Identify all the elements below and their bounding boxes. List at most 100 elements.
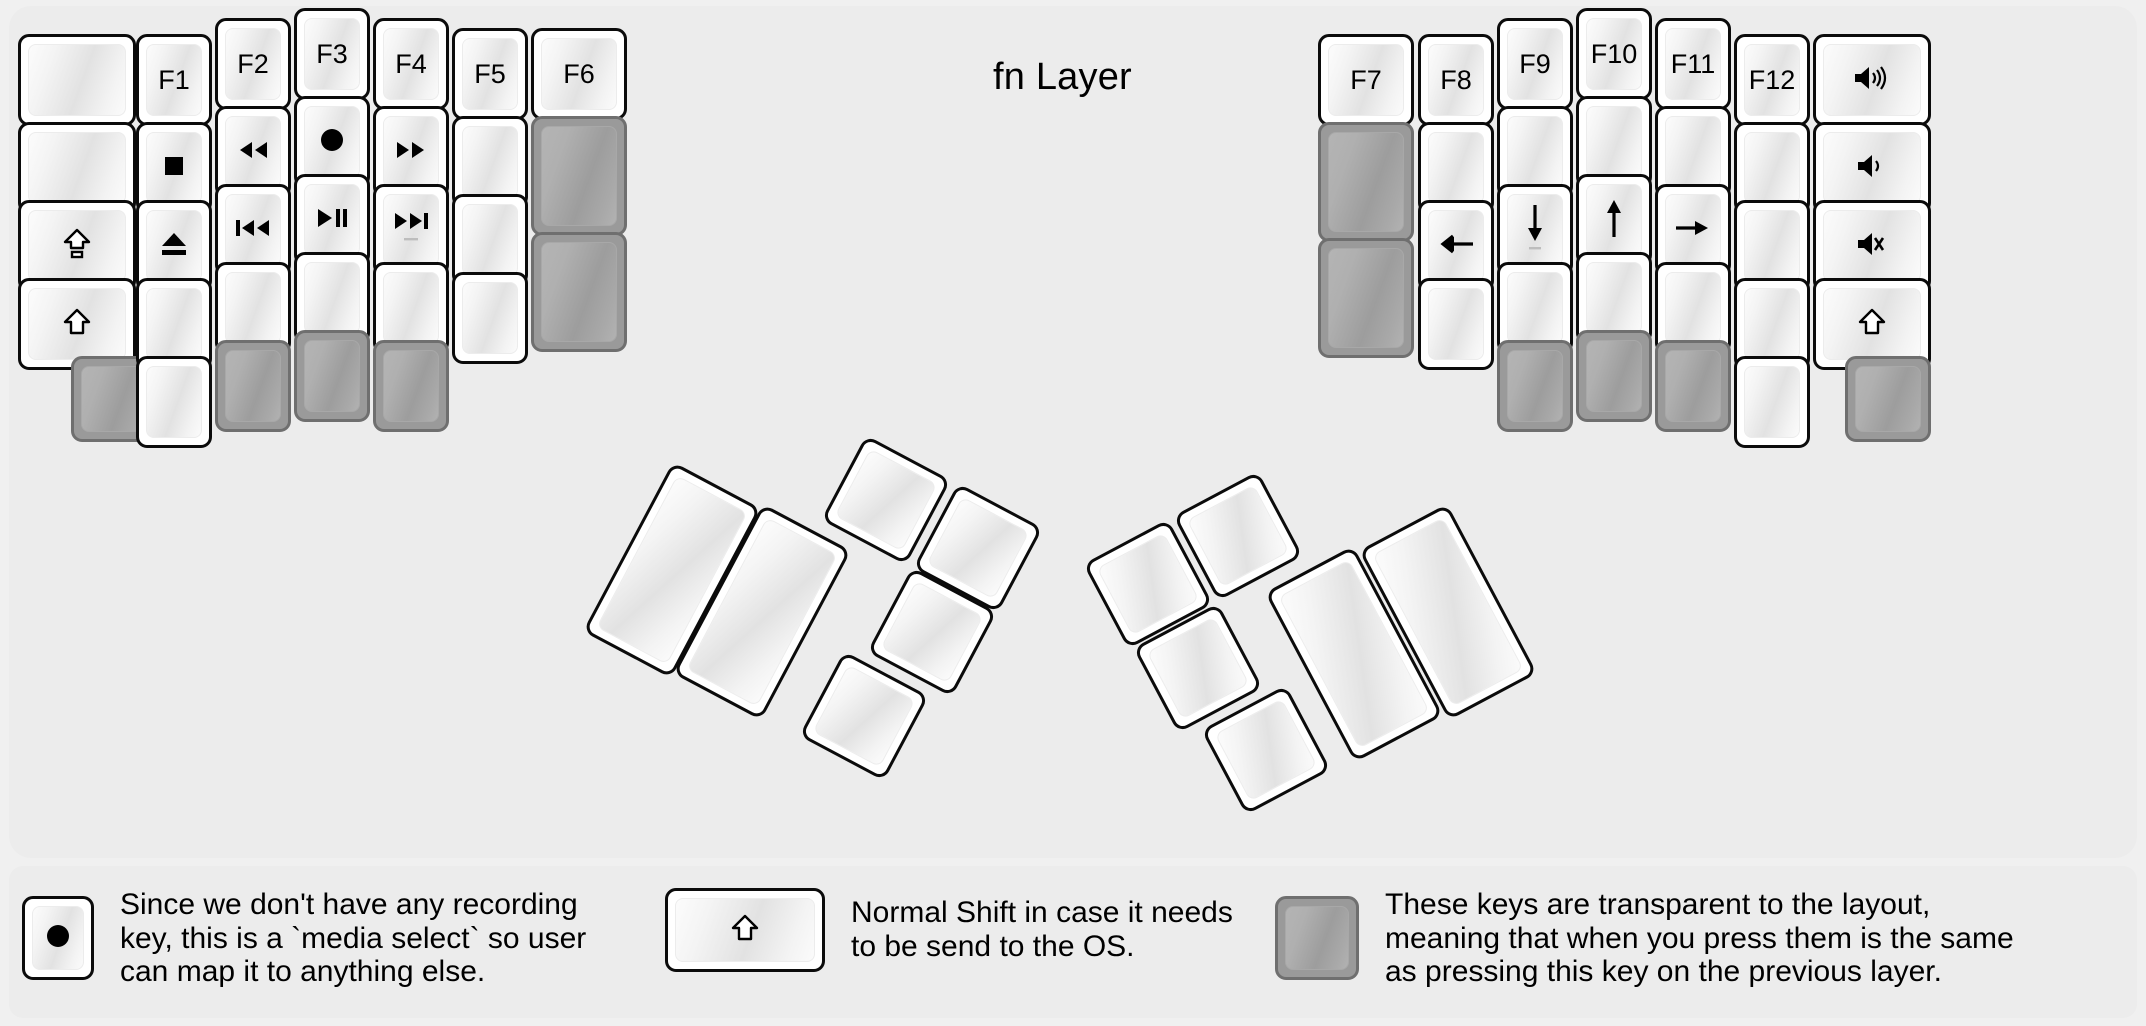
key-right-c6-r1-f12[interactable]: F12 [1734,34,1810,126]
key-left-c3-r2-rewind[interactable] [215,106,291,198]
key-right-c4-r3-arrow-up[interactable] [1576,174,1652,266]
key-right-c3-r4[interactable] [1497,262,1573,354]
key-right-c3-r3-arrow-down[interactable] [1497,184,1573,276]
keycap-face [383,350,439,422]
keycap-face [1744,44,1800,116]
keycap-face [541,242,617,342]
key-right-c7-r1-volume-up[interactable] [1813,34,1931,126]
key-left-c2-r2-stop[interactable] [136,122,212,214]
key-label: F11 [1670,48,1716,79]
key-right-c2-r2[interactable] [1418,122,1494,214]
key-left-c3-r3-previous-track[interactable] [215,184,291,276]
key-left-c3-r4[interactable] [215,262,291,354]
keycap-face [541,38,617,110]
key-label [1579,333,1649,419]
key-left-c2-r1-f1[interactable]: F1 [136,34,212,126]
key-right-c2-r4[interactable] [1418,278,1494,370]
legend-key-shift [665,888,825,972]
key-label [139,359,209,445]
key-left-c6-r4[interactable] [452,272,528,364]
key-label [297,255,367,341]
key-right-c4-r2[interactable] [1576,96,1652,188]
arrow-right-icon [1674,216,1712,245]
key-right-c5-r3-arrow-right[interactable] [1655,184,1731,276]
key-right-c5-r1-f11[interactable]: F11 [1655,18,1731,110]
keycap-face [304,18,360,90]
keycap-face [675,898,815,962]
key-left-c3-r1-f2[interactable]: F2 [215,18,291,110]
keycap-face [1665,272,1721,344]
volume-mute-icon [1855,230,1889,263]
key-left-c5-r2-fast-forward[interactable] [373,106,449,198]
key-left-c5-r1-f4[interactable]: F4 [373,18,449,110]
key-right-c7-r4-shift[interactable] [1813,278,1931,370]
key-right-c1-r1-f7[interactable]: F7 [1318,34,1414,126]
key-label: F10 [1590,38,1638,69]
keycap-face [1823,288,1921,360]
key-left-c2-r4[interactable] [136,278,212,370]
key-left-c5-r5-transparent[interactable] [373,340,449,432]
key-left-c6-r3[interactable] [452,194,528,286]
key-label: F5 [474,58,506,89]
key-right-c6-r5[interactable] [1734,356,1810,448]
key-left-c5-r4[interactable] [373,262,449,354]
keycap-face [1428,288,1484,360]
key-right-c4-r1-f10[interactable]: F10 [1576,8,1652,100]
key-label [21,125,133,211]
keycap-face [1665,350,1721,422]
keycap-face [1507,116,1563,188]
key-label [218,265,288,351]
key-right-c7-r2-volume-down[interactable] [1813,122,1931,214]
key-left-c7-r1-f6[interactable]: F6 [531,28,627,120]
keycap-face [225,272,281,344]
key-left-c4-r1-f3[interactable]: F3 [294,8,370,100]
key-label [1321,125,1411,239]
key-right-c4-r5-transparent[interactable] [1576,330,1652,422]
key-left-c6-r2[interactable] [452,116,528,208]
key-label: F8 [1440,64,1472,95]
keycap-face [1586,106,1642,178]
key-right-c3-r1-f9[interactable]: F9 [1497,18,1573,110]
key-right-c2-r1-f8[interactable]: F8 [1418,34,1494,126]
key-left-c2-r5[interactable] [136,356,212,448]
key-label [376,265,446,351]
keycap-face [146,210,202,282]
keycap-face [383,272,439,344]
key-right-c5-r5-transparent[interactable] [1655,340,1731,432]
key-left-c6-r1-f5[interactable]: F5 [452,28,528,120]
key-right-c1-r3-transparent[interactable] [1318,238,1414,358]
key-label [218,343,288,429]
keycap-face [304,340,360,412]
key-right-c5-r2[interactable] [1655,106,1731,198]
legend-panel [9,866,2137,1018]
key-label [1500,109,1570,195]
key-left-c1-r1[interactable] [18,34,136,126]
key-right-c3-r2[interactable] [1497,106,1573,198]
key-right-c4-r4[interactable] [1576,252,1652,344]
key-right-c7-r5-transparent[interactable] [1845,356,1931,442]
key-left-c3-r5-transparent[interactable] [215,340,291,432]
key-label [1737,281,1807,367]
legend-item-record: Since we don't have any recording key, t… [22,888,586,989]
key-left-c5-r3-next-track[interactable] [373,184,449,276]
key-right-c5-r4[interactable] [1655,262,1731,354]
legend-text-transparent: These keys are transparent to the layout… [1385,888,2014,989]
key-left-c7-r2-transparent[interactable] [531,116,627,236]
key-left-c1-r3-capslock[interactable] [18,200,136,292]
key-right-c1-r2-transparent[interactable] [1318,122,1414,242]
key-left-c4-r2-record[interactable] [294,96,370,188]
rewind-icon [236,140,270,165]
key-right-c3-r5-transparent[interactable] [1497,340,1573,432]
keycap-face [1507,272,1563,344]
key-label [1579,99,1649,185]
key-right-c6-r3[interactable] [1734,200,1810,292]
key-left-c1-r2[interactable] [18,122,136,214]
shift-icon [730,912,760,949]
key-left-c7-r3-transparent[interactable] [531,232,627,352]
key-left-c4-r4[interactable] [294,252,370,344]
keycap-face [383,28,439,100]
key-right-c6-r2[interactable] [1734,122,1810,214]
key-left-c4-r5-transparent[interactable] [294,330,370,422]
record-icon [319,127,345,158]
key-right-c6-r4[interactable] [1734,278,1810,370]
